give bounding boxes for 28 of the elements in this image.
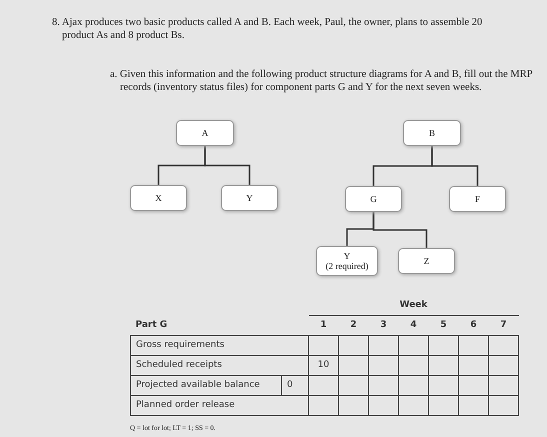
row-header: Gross requirements bbox=[130, 335, 308, 355]
row-header: Part G bbox=[130, 315, 308, 335]
column-header: 3 bbox=[368, 315, 398, 335]
problem-text: a. Given this information and the following product structure diagrams for A and B, fill out the MRP records (inventory status files) for component parts G and Y for the next seven weeks. bbox=[110, 68, 534, 94]
part-box: F bbox=[449, 186, 506, 212]
column-header: Week bbox=[308, 296, 518, 315]
column-header: 5 bbox=[428, 315, 458, 335]
connector-line bbox=[204, 146, 250, 185]
column-header: 2 bbox=[338, 315, 368, 335]
part-box: B bbox=[403, 120, 461, 146]
column-header: 4 bbox=[398, 315, 428, 335]
table-cell: 0 bbox=[282, 375, 308, 395]
row-header: Scheduled receipts bbox=[130, 355, 308, 375]
part-box: Y (2 required) bbox=[316, 246, 378, 276]
column-header: 7 bbox=[488, 315, 518, 335]
table-cell: 10 bbox=[308, 355, 338, 375]
connector-line bbox=[431, 146, 478, 186]
connector-line bbox=[372, 212, 428, 248]
problem-text: 8. Ajax produces two basic products called A and B. Each week, Paul, the owner, plans to assemble 20 product As and 8 product Bs. bbox=[52, 16, 484, 42]
column-header: 6 bbox=[458, 315, 488, 335]
part-box: X bbox=[130, 185, 187, 211]
part-box: G bbox=[345, 186, 402, 212]
part-box: A bbox=[176, 120, 234, 146]
column-header: 1 bbox=[308, 315, 338, 335]
part-box: Y bbox=[221, 185, 278, 211]
row-header: Planned order release bbox=[130, 395, 308, 415]
part-box: Z bbox=[398, 248, 455, 274]
row-header: Projected available balance bbox=[130, 375, 282, 395]
